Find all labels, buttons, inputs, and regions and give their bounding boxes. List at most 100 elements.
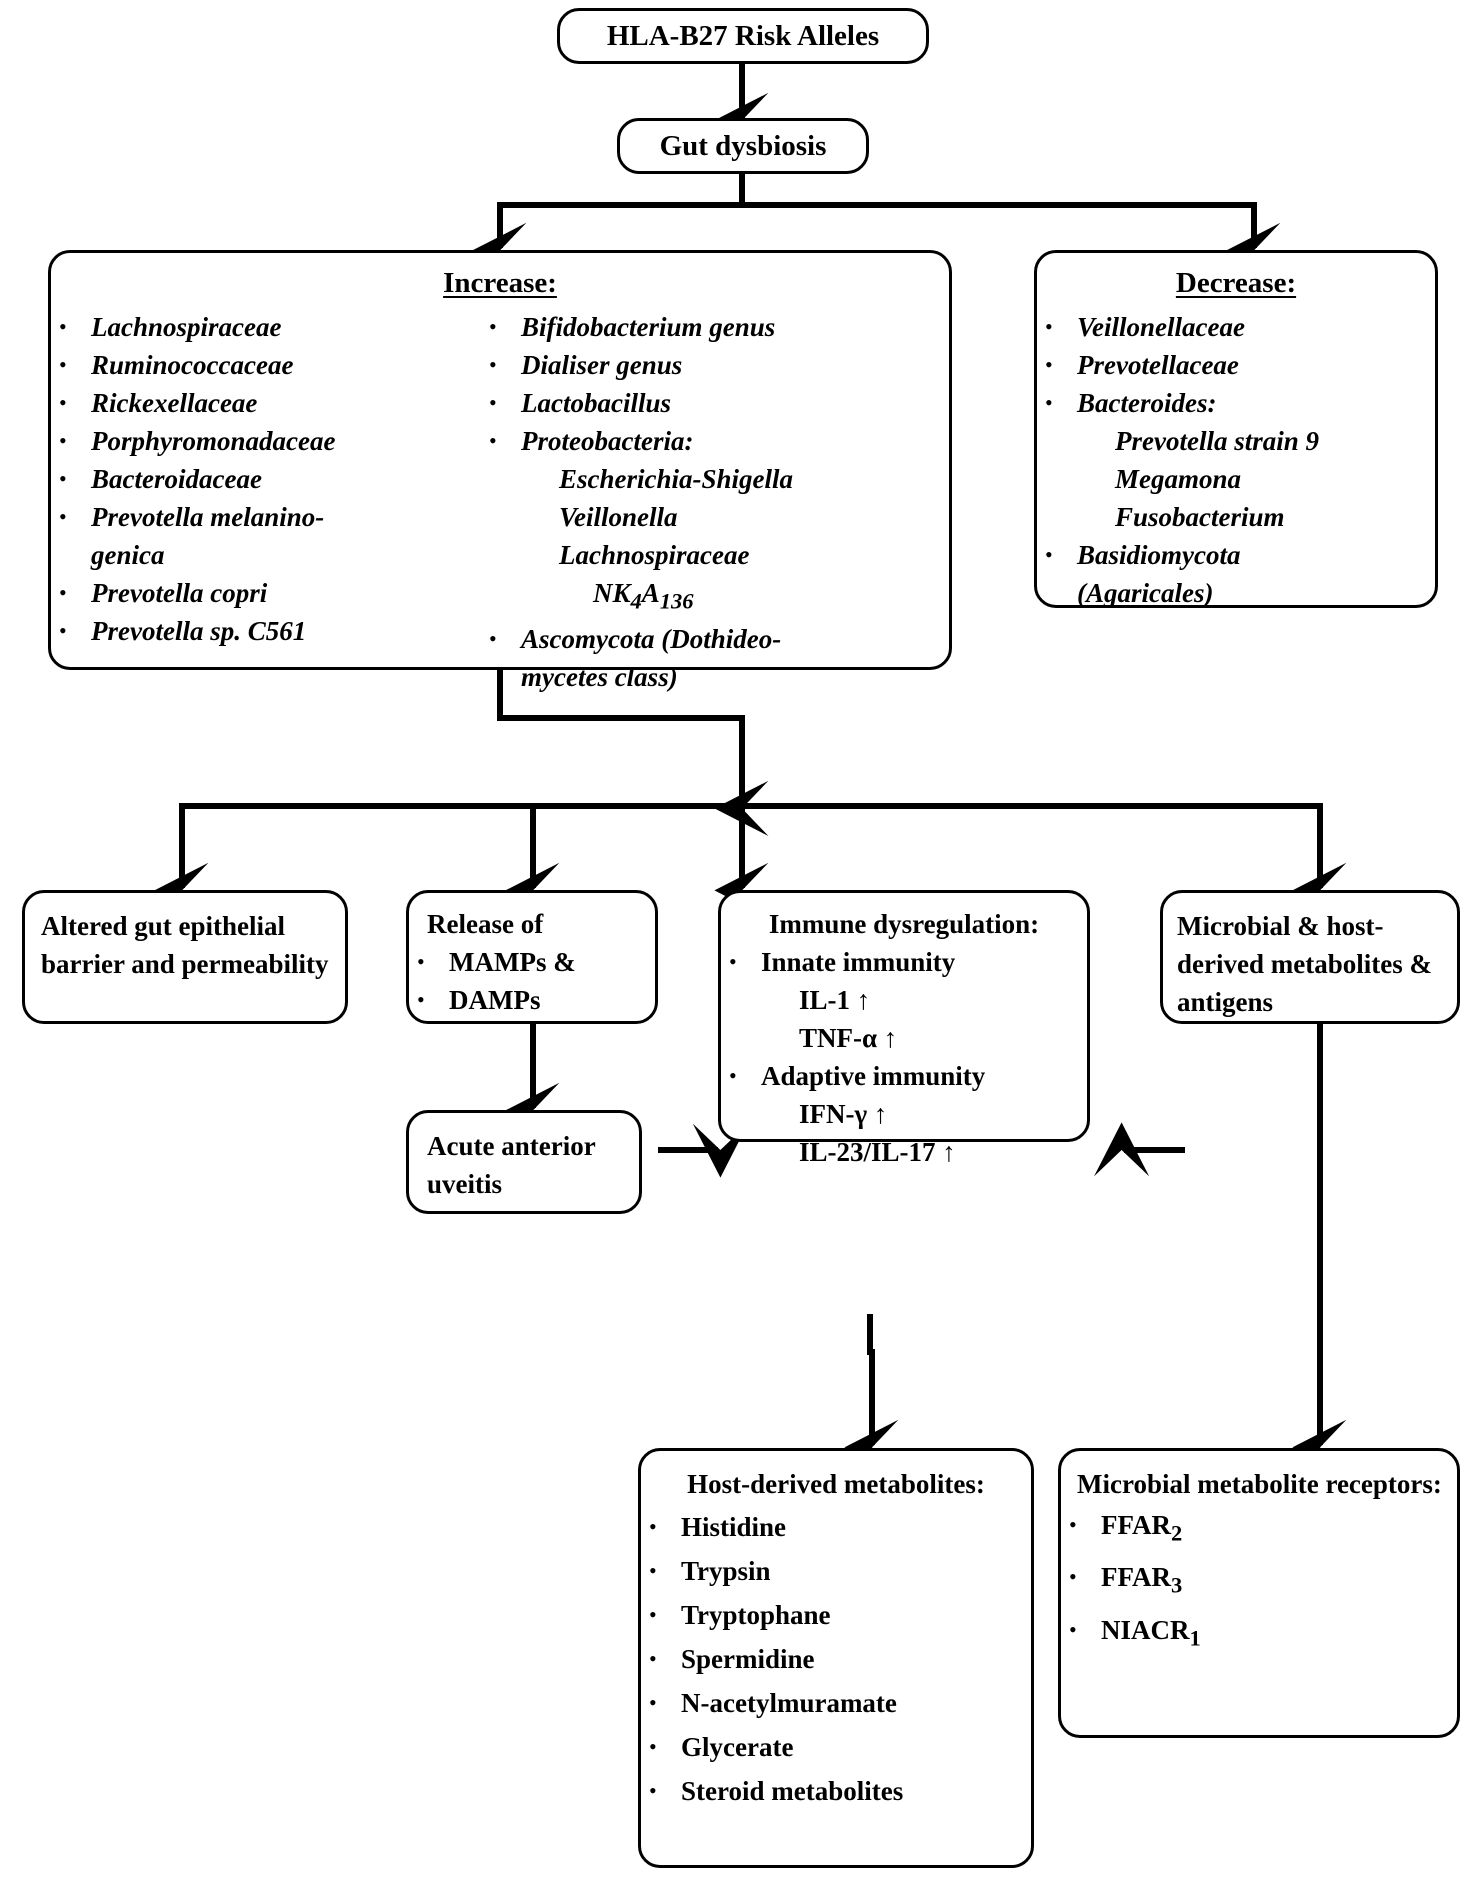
list-item-label: IL-23/IL-17 ↑ [799, 1137, 956, 1167]
list-item-label: FFAR2 [1101, 1510, 1183, 1546]
list-item-label: Megamona [1115, 464, 1242, 494]
list-item: IFN-γ ↑ [721, 1095, 1087, 1133]
list-item: FFAR3 [1061, 1555, 1457, 1607]
release-list: MAMPs &DAMPs [409, 943, 655, 1019]
list-item: Veillonellaceae [1037, 308, 1435, 346]
list-item: IL-23/IL-17 ↑ [721, 1133, 1087, 1171]
list-item-label: Veillonellaceae [1077, 312, 1245, 342]
list-item-label: genica [91, 540, 165, 570]
list-item-label: (Agaricales) [1077, 578, 1214, 608]
list-item-label: NK4A136 [593, 578, 694, 614]
list-item: NIACR1 [1061, 1608, 1457, 1660]
list-item-label: Tryptophane [681, 1600, 831, 1630]
node-gut-dysbiosis[interactable]: Gut dysbiosis [617, 118, 869, 174]
node-metabolites-antigens-label: Microbial & host-derived metabolites & a… [1177, 911, 1432, 1017]
node-release[interactable]: Release of MAMPs &DAMPs [406, 890, 658, 1024]
list-item: Megamona [1037, 460, 1435, 498]
list-item-label: Lactobacillus [521, 388, 671, 418]
list-item-label: Prevotella sp. C561 [91, 616, 307, 646]
list-item-label: Ascomycota (Dothideo- [521, 624, 782, 655]
list-item-label: Steroid metabolites [681, 1776, 904, 1806]
node-host-metabolites[interactable]: Host-derived metabolites: HistidineTryps… [638, 1448, 1034, 1868]
list-item: TNF-α ↑ [721, 1019, 1087, 1057]
node-immune-dysregulation[interactable]: Immune dysregulation: Innate immunityIL-… [718, 890, 1090, 1167]
list-item-label: Porphyromonadaceae [91, 426, 336, 456]
node-hla-b27-label: HLA-B27 Risk Alleles [606, 19, 880, 52]
host-metabolites-list: HistidineTrypsinTryptophaneSpermidineN-a… [641, 1505, 1031, 1813]
list-item: Proteobacteria: [481, 422, 931, 460]
list-item-label: Bacteroidaceae [91, 464, 262, 494]
node-receptors[interactable]: Microbial metabolite receptors: FFAR2FFA… [1058, 1448, 1460, 1738]
node-decrease-title: Decrease: [1175, 267, 1297, 299]
list-item-label: Veillonella [559, 502, 678, 532]
list-item: Lachnospiraceae [51, 308, 481, 346]
list-item-label: mycetes class) [521, 662, 678, 693]
node-metabolites-antigens[interactable]: Microbial & host-derived metabolites & a… [1160, 890, 1460, 1024]
node-gut-dysbiosis-label: Gut dysbiosis [659, 129, 827, 162]
list-item-label: Prevotellaceae [1077, 350, 1239, 380]
list-item-label: IFN-γ ↑ [799, 1099, 888, 1129]
list-item: genica [51, 536, 481, 574]
list-item: Basidiomycota [1037, 536, 1435, 574]
list-item: Prevotellaceae [1037, 346, 1435, 384]
list-item-label: Adaptive immunity [761, 1061, 986, 1091]
list-item-label: N-acetylmuramate [681, 1688, 897, 1718]
list-item-label: Bifidobacterium genus [521, 312, 776, 342]
list-item: Spermidine [641, 1637, 1031, 1681]
list-item: Histidine [641, 1505, 1031, 1549]
list-item: DAMPs [409, 981, 655, 1019]
list-item: Prevotella copri [51, 574, 481, 612]
list-item: Innate immunity [721, 943, 1087, 981]
list-item: (Agaricales) [1037, 574, 1435, 612]
list-item-label: TNF-α ↑ [799, 1023, 898, 1053]
subscript: 3 [1170, 1572, 1183, 1598]
list-item: NK4A136 [481, 574, 931, 620]
list-item: Prevotella sp. C561 [51, 612, 481, 650]
list-item: Rickexellaceae [51, 384, 481, 422]
list-item: Tryptophane [641, 1593, 1031, 1637]
list-item: Adaptive immunity [721, 1057, 1087, 1095]
list-item: Porphyromonadaceae [51, 422, 481, 460]
node-host-metabolites-title: Host-derived metabolites: [687, 1469, 985, 1499]
list-item-label: NIACR1 [1101, 1614, 1201, 1651]
list-item-label: Prevotella melanino- [91, 502, 325, 532]
list-item: mycetes class) [481, 658, 931, 696]
list-item-label: Prevotella copri [91, 578, 268, 608]
list-item-label: Lachnospiraceae [91, 312, 282, 342]
list-item-label: Innate immunity [761, 947, 956, 977]
node-release-title: Release of [427, 909, 544, 939]
node-uveitis[interactable]: Acute anterior uveitis [406, 1110, 642, 1214]
list-item: Escherichia-Shigella [481, 460, 931, 498]
increase-list-left: LachnospiraceaeRuminococcaceaeRickexella… [51, 308, 481, 696]
list-item: Bacteroides: [1037, 384, 1435, 422]
node-increase-title: Increase: [443, 267, 557, 299]
list-item-label: IL-1 ↑ [799, 985, 871, 1015]
node-receptors-title: Microbial metabolite receptors: [1077, 1469, 1442, 1499]
node-decrease[interactable]: Decrease: VeillonellaceaePrevotellaceaeB… [1034, 250, 1438, 608]
list-item-label: Basidiomycota [1077, 540, 1241, 570]
subscript: 2 [1170, 1520, 1183, 1546]
node-gut-barrier-label: Altered gut epithelial barrier and perme… [41, 911, 329, 979]
list-item-label: Histidine [681, 1512, 787, 1542]
subscript: 4 [630, 588, 642, 614]
node-increase[interactable]: Increase: LachnospiraceaeRuminococcaceae… [48, 250, 952, 692]
list-item-label: Escherichia-Shigella [559, 464, 794, 494]
list-item: Dialiser genus [481, 346, 931, 384]
list-item: Steroid metabolites [641, 1769, 1031, 1813]
list-item: Trypsin [641, 1549, 1031, 1593]
list-item: IL-1 ↑ [721, 981, 1087, 1019]
list-item-label: Glycerate [681, 1732, 794, 1762]
list-item: MAMPs & [409, 943, 655, 981]
node-gut-barrier[interactable]: Altered gut epithelial barrier and perme… [22, 890, 348, 1024]
decrease-list: VeillonellaceaePrevotellaceaeBacteroides… [1037, 308, 1435, 612]
list-item: Ascomycota (Dothideo- [481, 620, 931, 658]
list-item: FFAR2 [1061, 1503, 1457, 1555]
list-item: Prevotella strain 9 [1037, 422, 1435, 460]
list-item: Ruminococcaceae [51, 346, 481, 384]
node-immune-title: Immune dysregulation: [768, 909, 1040, 939]
node-hla-b27[interactable]: HLA-B27 Risk Alleles [557, 8, 929, 64]
list-item-label: Prevotella strain 9 [1115, 426, 1319, 456]
list-item: Lactobacillus [481, 384, 931, 422]
